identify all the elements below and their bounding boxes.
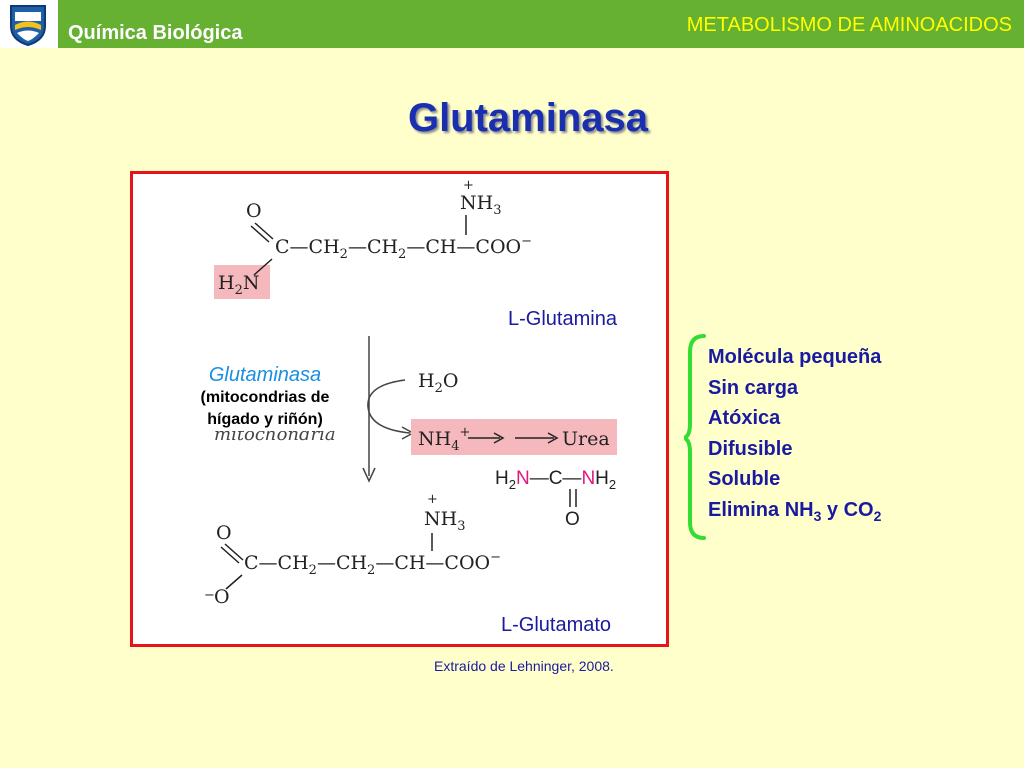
svg-text:H2N: H2N <box>218 272 259 298</box>
university-logo <box>0 0 58 48</box>
slide-title: Glutaminasa <box>407 96 649 140</box>
glutamine-structure: O C—CH2—CH2—CH—COO− H2N + NH3 <box>214 178 532 299</box>
substrate-label: L-Glutamina <box>508 308 617 330</box>
glutamate-structure: O C—CH2—CH2—CH—COO− − O + NH3 <box>204 492 501 608</box>
enzyme-name: Glutaminasa <box>208 364 322 386</box>
enzyme-callout: Glutaminasa (mitocondrias de hígado y ri… <box>180 364 350 431</box>
elimina-text: Elimina NH <box>708 498 814 521</box>
svg-text:Urea: Urea <box>562 428 610 450</box>
urea-structure: H2N—C—NH2 O <box>495 468 616 530</box>
svg-text:C—CH2—CH2—CH—COO−: C—CH2—CH2—CH—COO− <box>244 550 501 578</box>
property-item: Difusible <box>708 437 793 460</box>
property-item: Soluble <box>708 468 781 490</box>
svg-text:O: O <box>565 509 580 530</box>
header-bar <box>0 0 1024 48</box>
svg-text:+: + <box>427 492 438 507</box>
curly-bracket-icon <box>684 334 706 540</box>
nh3-subscript: 3 <box>813 507 822 524</box>
co2-subscript: 2 <box>873 507 882 524</box>
university-shield-icon <box>10 5 46 47</box>
product-label: L-Glutamato <box>501 614 612 636</box>
course-title: Química Biológica <box>68 22 243 44</box>
svg-text:H2O: H2O <box>418 370 458 396</box>
reaction-arrows: H2O NH4+ Urea <box>362 336 617 483</box>
svg-text:O: O <box>216 522 232 544</box>
property-item: Sin carga <box>708 376 799 399</box>
svg-text:O: O <box>214 586 230 608</box>
svg-text:O: O <box>246 200 262 222</box>
enzyme-location: (mitocondrias de hígado y riñón) <box>200 389 330 428</box>
co2-text: y CO <box>821 498 874 521</box>
reaction-diagram: O C—CH2—CH2—CH—COO− H2N + NH3 H2O NH4+ U… <box>204 178 617 608</box>
svg-text:C—CH2—CH2—CH—COO−: C—CH2—CH2—CH—COO− <box>275 234 532 262</box>
svg-text:H2N—C—NH2: H2N—C—NH2 <box>495 468 616 492</box>
property-item-elimina: Elimina NH3 y CO2 <box>708 495 881 532</box>
svg-text:−: − <box>204 588 215 603</box>
properties-list: Molécula pequeña Sin carga Atóxica Difus… <box>708 342 881 531</box>
section-title: METABOLISMO DE AMINOACIDOS <box>686 14 1012 36</box>
svg-text:+: + <box>463 178 474 193</box>
source-credit: Extraído de Lehninger, 2008. <box>434 658 614 674</box>
property-item: Atóxica <box>708 407 781 429</box>
property-item: Molécula pequeña <box>708 346 882 368</box>
svg-text:NH3: NH3 <box>424 508 465 534</box>
svg-text:NH3: NH3 <box>460 192 501 218</box>
